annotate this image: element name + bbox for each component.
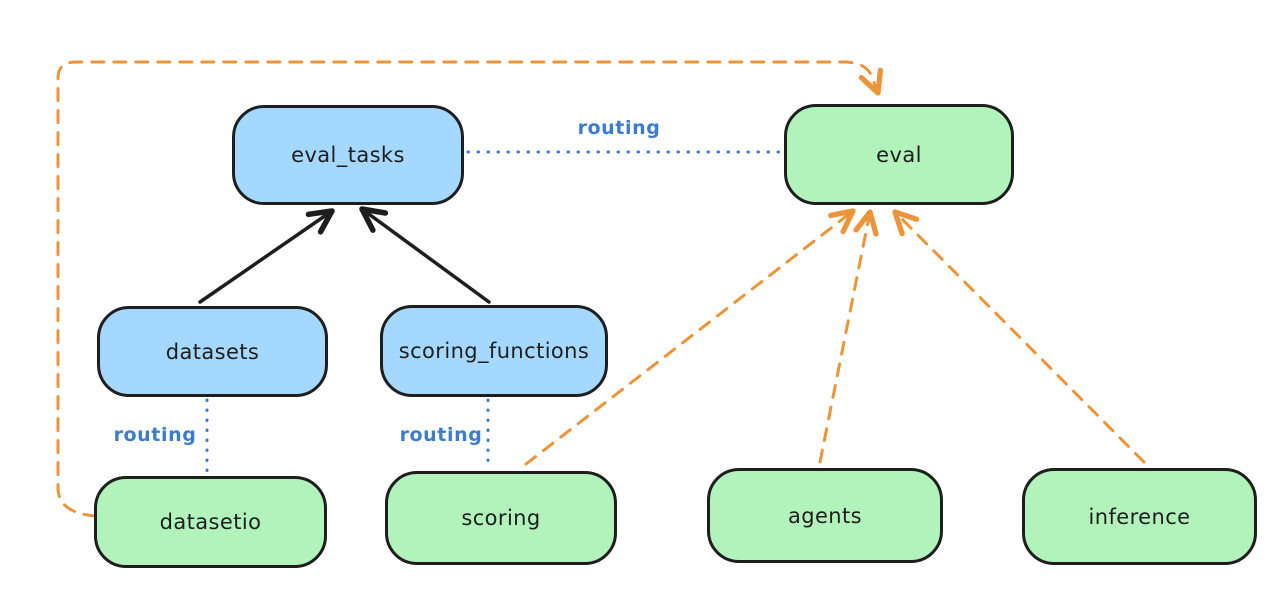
edge-label-routing-top: routing (577, 117, 661, 139)
node-eval-label: eval (876, 142, 922, 167)
node-agents: agents (707, 468, 943, 563)
node-datasetio-label: datasetio (159, 510, 262, 534)
edge-label-routing-scoring: routing (399, 424, 483, 446)
node-agents-label: agents (787, 503, 862, 528)
node-inference: inference (1022, 468, 1257, 565)
node-scoring-functions-label: scoring_functions (398, 339, 590, 363)
edge-datasetio-to-eval (56, 60, 884, 518)
node-eval-tasks-label: eval_tasks (291, 143, 405, 167)
node-eval-tasks: eval_tasks (232, 105, 464, 205)
node-eval: eval (784, 104, 1014, 205)
node-scoring-functions: scoring_functions (380, 305, 608, 397)
edge-inference-to-eval (892, 209, 1146, 464)
node-scoring: scoring (385, 471, 617, 565)
edge-agents-to-eval (818, 209, 879, 464)
node-datasets-label: datasets (165, 339, 260, 364)
node-inference-label: inference (1088, 504, 1191, 529)
edge-scoring-functions-to-eval-tasks (359, 206, 491, 304)
edge-scoring-to-eval (524, 208, 856, 466)
node-scoring-label: scoring (461, 506, 541, 530)
node-datasetio: datasetio (94, 476, 327, 568)
edge-datasets-to-eval-tasks (198, 208, 335, 304)
node-datasets: datasets (97, 306, 328, 397)
edge-label-routing-datasets: routing (113, 424, 197, 446)
